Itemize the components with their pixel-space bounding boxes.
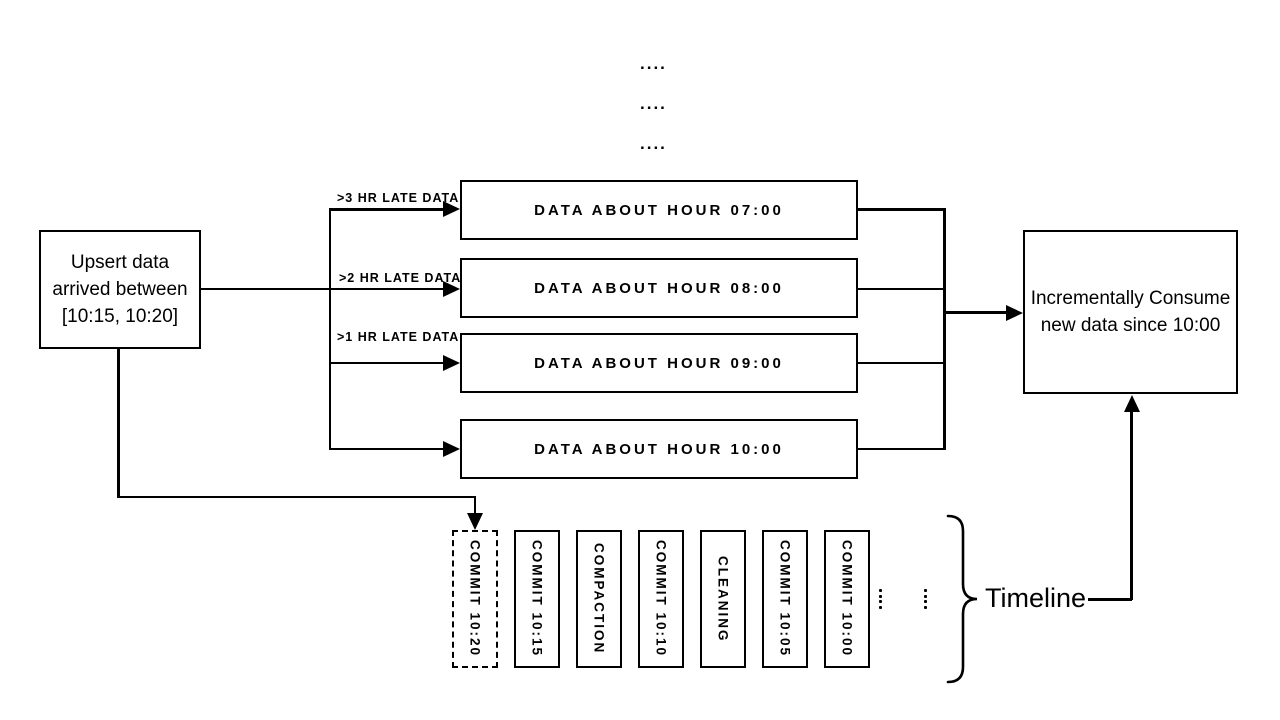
arrow-line-consume — [944, 311, 1008, 314]
dots-row: .... — [640, 134, 667, 153]
timeline-instant-commit-1005: COMMIT 10:05 — [762, 530, 808, 668]
continuation-dots-top: .... .... .... — [640, 44, 667, 164]
upsert-down-line — [117, 348, 120, 498]
timeline-ellipsis-2 — [924, 589, 927, 609]
timeline-label: Timeline — [985, 583, 1087, 613]
collector-line-hour09 — [858, 361, 945, 364]
hour-box-0900: DATA ABOUT HOUR 09:00 — [460, 333, 858, 393]
hour-box-0700: DATA ABOUT HOUR 07:00 — [460, 180, 858, 240]
timeline-instant-compaction: COMPACTION — [576, 530, 622, 668]
late-data-label-1hr: >1 HR LATE DATA — [337, 330, 460, 344]
connector-upsert-to-branch — [200, 287, 330, 290]
commit-drop-line — [473, 496, 476, 515]
collector-line-hour07 — [858, 208, 945, 211]
collector-vertical-bus — [942, 208, 946, 450]
timeline-connector-vertical — [1130, 410, 1133, 600]
timeline-brace — [946, 514, 978, 684]
arrowhead-hour08 — [443, 281, 460, 297]
late-data-label-3hr: >3 HR LATE DATA — [337, 191, 460, 205]
collector-line-hour08 — [858, 287, 945, 290]
timeline-instant-cleaning: CLEANING — [700, 530, 746, 668]
timeline-connector-horizontal — [1088, 598, 1132, 601]
arrow-line-hour07 — [329, 208, 444, 211]
hour-box-1000: DATA ABOUT HOUR 10:00 — [460, 419, 858, 479]
branch-vertical-bus — [328, 208, 331, 450]
dots-row: .... — [640, 94, 667, 113]
incremental-consume-text: Incrementally Consume new data since 10:… — [1030, 288, 1231, 336]
arrowhead-hour09 — [443, 355, 460, 371]
arrowhead-hour07 — [443, 201, 460, 217]
arrowhead-hour10 — [443, 441, 460, 457]
arrowhead-timeline-to-consume — [1123, 395, 1140, 412]
upsert-bottom-line — [117, 495, 476, 498]
timeline-instant-commit-1020: COMMIT 10:20 — [452, 530, 498, 668]
arrow-line-hour10 — [329, 447, 444, 450]
collector-line-hour10 — [858, 447, 945, 450]
arrowhead-commit-1020 — [467, 513, 483, 530]
incremental-consume-box: Incrementally Consume new data since 10:… — [1023, 230, 1238, 394]
hour-box-0800: DATA ABOUT HOUR 08:00 — [460, 258, 858, 318]
timeline-ellipsis-1 — [879, 589, 882, 609]
arrow-line-hour09 — [329, 361, 444, 364]
dots-row: .... — [640, 54, 667, 73]
upsert-data-box: Upsert data arrived between [10:15, 10:2… — [39, 230, 201, 349]
late-data-label-2hr: >2 HR LATE DATA — [339, 271, 462, 285]
timeline-instant-commit-1000: COMMIT 10:00 — [824, 530, 870, 668]
arrowhead-consume — [1006, 304, 1023, 321]
timeline-instant-commit-1010: COMMIT 10:10 — [638, 530, 684, 668]
arrow-line-hour08 — [329, 287, 444, 290]
upsert-data-text: Upsert data arrived between [10:15, 10:2… — [52, 252, 188, 327]
timeline-instant-commit-1015: COMMIT 10:15 — [514, 530, 560, 668]
